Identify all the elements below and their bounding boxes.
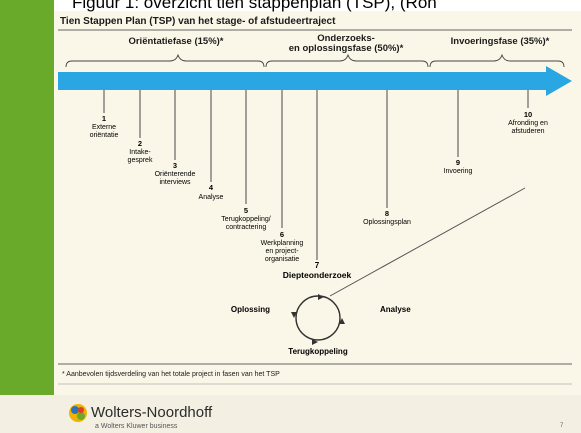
cycle-circle <box>295 295 341 341</box>
cycle-connector-line <box>329 187 526 297</box>
cycle-label-analyse: Analyse <box>380 305 411 314</box>
brand-tagline: a Wolters Kluwer business <box>95 423 178 430</box>
step-lines <box>103 90 529 260</box>
step-3-number: 3 <box>173 161 177 170</box>
step-3-label-line-1: Oriënterende <box>155 171 196 178</box>
step-6-label-line-1: Werkplanning <box>261 240 304 247</box>
step-6-label-line-2: en project- <box>265 248 299 255</box>
step-7-number: 7 <box>315 261 320 270</box>
brand-name: Wolters-Noordhoff <box>91 404 213 421</box>
step-3-label-line-2: interviews <box>159 179 191 186</box>
cycle-arrowhead-bottom <box>312 339 318 345</box>
step-1-label-line-1: Externe <box>92 124 116 131</box>
phase-onderzoeks-label-2: en oplossingsfase (50%)* <box>289 43 404 54</box>
phase-brace-3 <box>429 53 565 68</box>
step-5-number: 5 <box>244 206 248 215</box>
step-7-label-line-1: Diepteonderzoek <box>283 270 352 280</box>
page-number: 7 <box>560 423 564 429</box>
cycle-arrowhead-top <box>318 294 324 300</box>
step-9-number: 9 <box>456 158 460 167</box>
step-5-label-line-2: contractering <box>226 224 267 231</box>
step-6-label-line-3: organisatie <box>265 256 299 263</box>
step-5-label-line-1: Terugkoppeling/ <box>221 216 270 223</box>
step-6-number: 6 <box>280 230 284 239</box>
step-1-number: 1 <box>102 114 106 123</box>
phase-brace-1 <box>65 53 265 68</box>
cycle-arrowhead-right <box>339 318 345 324</box>
cycle-label-oplossing: Oplossing <box>231 305 270 314</box>
phase-invoering-label: Invoeringsfase (35%)* <box>451 36 550 47</box>
cycle-arrowhead-left <box>291 312 297 318</box>
phase-orientatie-label: Oriëntatiefase (15%)* <box>128 36 223 47</box>
step-10-number: 10 <box>524 110 532 119</box>
step-8-number: 8 <box>385 209 389 218</box>
figure-caption: Figuur 1: overzicht tien stappenplan (TS… <box>72 0 437 12</box>
step-8-label-line-1: Oplossingsplan <box>363 219 411 226</box>
phase-onderzoeks-label-1: Onderzoeks- <box>317 33 375 44</box>
footnote-text: * Aanbevolen tijdsverdeling van het tota… <box>62 371 280 378</box>
green-side-bar <box>0 0 54 395</box>
footer-band <box>0 395 581 433</box>
wolters-noordhoff-logo-icon <box>69 404 87 422</box>
diagram-title: Tien Stappen Plan (TSP) van het stage- o… <box>60 16 336 27</box>
step-2-number: 2 <box>138 139 142 148</box>
phase-brace-2 <box>265 53 429 68</box>
step-10-label-line-1: Afronding en <box>508 120 548 127</box>
step-4-number: 4 <box>209 183 214 192</box>
step-9-label-line-1: Invoering <box>444 168 473 175</box>
step-2-label-line-1: Intake- <box>129 149 151 156</box>
step-10-label-line-2: afstuderen <box>511 128 544 135</box>
cycle-label-terugkoppeling: Terugkoppeling <box>288 347 348 356</box>
step-2-label-line-2: gesprek <box>128 157 153 164</box>
step-4-label-line-1: Analyse <box>199 194 224 201</box>
step-1-label-line-2: oriëntatie <box>90 132 119 139</box>
timeline-arrow <box>58 66 572 96</box>
